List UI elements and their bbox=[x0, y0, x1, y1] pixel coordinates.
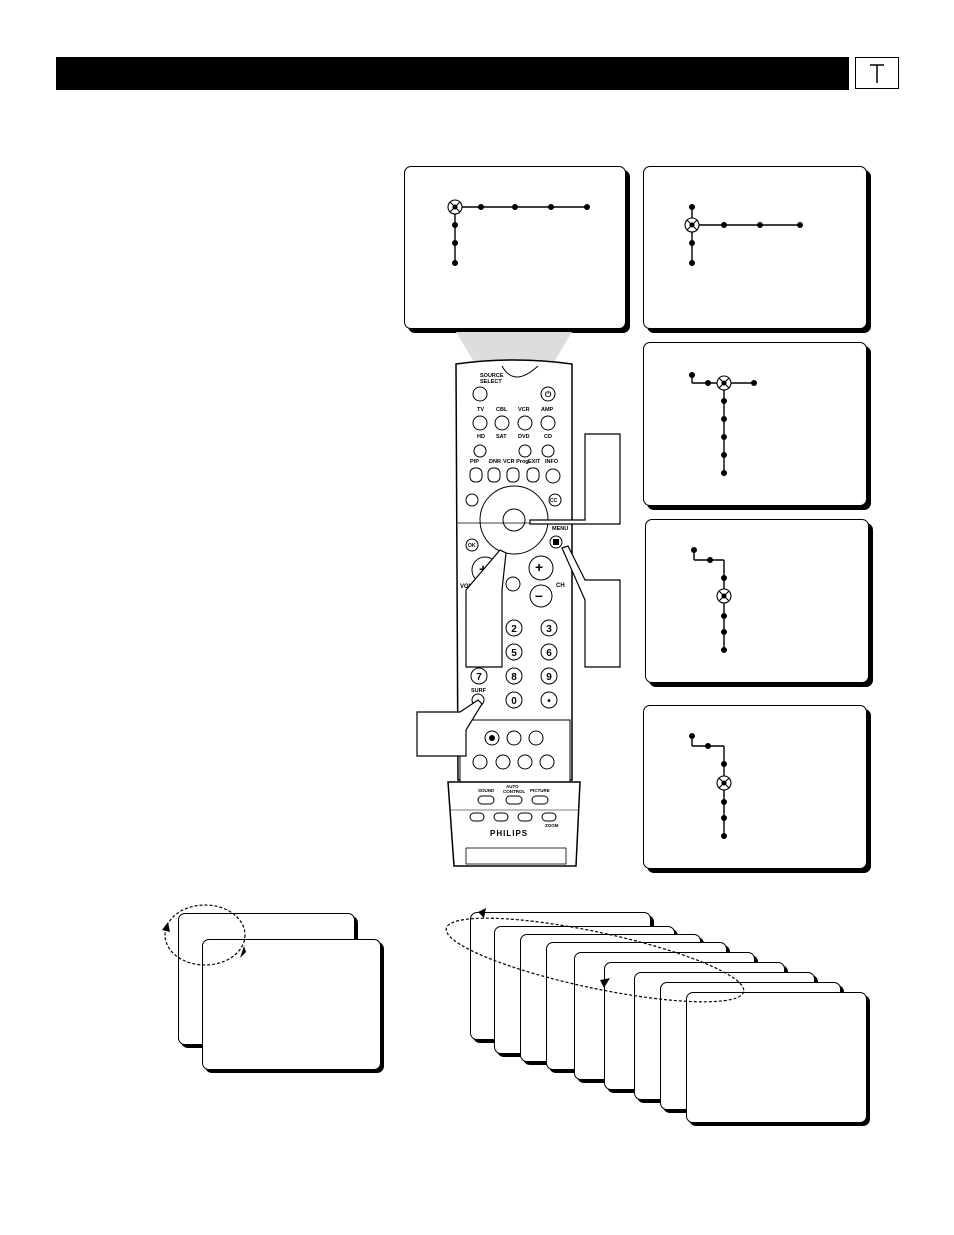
svg-text:CH: CH bbox=[556, 583, 565, 589]
surf-label: SURF bbox=[471, 688, 487, 694]
svg-text:CC: CC bbox=[550, 498, 558, 504]
cursor-pad bbox=[479, 485, 549, 555]
svg-text:SAT: SAT bbox=[496, 434, 507, 440]
menu-screen-4 bbox=[645, 519, 869, 683]
surf-screen-front bbox=[202, 939, 381, 1070]
svg-text:VOL: VOL bbox=[460, 584, 473, 590]
tv-label: TV bbox=[477, 407, 484, 413]
cursor-icon bbox=[684, 217, 700, 233]
svg-text:OK: OK bbox=[468, 543, 476, 549]
svg-text:+: + bbox=[535, 559, 543, 575]
svg-text:⏻: ⏻ bbox=[545, 390, 552, 399]
svg-text:7: 7 bbox=[476, 672, 482, 683]
device-buttons: TV CBL VCR AMP HD SAT DVD CD bbox=[472, 407, 556, 440]
svg-text:0: 0 bbox=[511, 696, 517, 707]
svg-text:HD: HD bbox=[477, 434, 485, 440]
svg-text:INFO: INFO bbox=[545, 459, 559, 465]
menu-tree-graphic bbox=[452, 204, 590, 266]
svg-text:VCR Prog.: VCR Prog. bbox=[503, 459, 531, 465]
svg-text:CBL: CBL bbox=[496, 407, 508, 413]
cursor-icon bbox=[447, 199, 463, 215]
svg-text:AMP: AMP bbox=[541, 407, 554, 413]
svg-text:VCR: VCR bbox=[518, 407, 530, 413]
brand-label: PHILIPS bbox=[490, 829, 528, 838]
svg-text:8: 8 bbox=[511, 672, 517, 683]
screen-stack bbox=[470, 912, 870, 1127]
cursor-icon bbox=[716, 588, 732, 604]
cursor-icon bbox=[716, 375, 732, 391]
svg-text:PIP: PIP bbox=[470, 459, 479, 465]
svg-text:AUTO: AUTO bbox=[506, 784, 519, 789]
menu-screen-1 bbox=[404, 166, 626, 329]
header-bar bbox=[56, 57, 849, 90]
svg-text:9: 9 bbox=[546, 672, 552, 683]
svg-text:CONTROL: CONTROL bbox=[503, 789, 525, 794]
svg-text:6: 6 bbox=[546, 648, 552, 659]
menu-label: MENU bbox=[552, 526, 568, 532]
svg-text:PICTURE: PICTURE bbox=[530, 788, 550, 793]
svg-text:DVD: DVD bbox=[518, 434, 530, 440]
menu-screen-3 bbox=[643, 342, 867, 506]
ir-beam bbox=[456, 332, 572, 362]
svg-text:SOUND: SOUND bbox=[478, 788, 495, 793]
menu-screen-2 bbox=[643, 166, 867, 329]
svg-text:DNR: DNR bbox=[489, 459, 501, 465]
svg-text:SELECT: SELECT bbox=[480, 379, 502, 385]
svg-text:•: • bbox=[547, 696, 551, 707]
stack-loop-icon bbox=[445, 908, 745, 1003]
menu-screen-5 bbox=[643, 705, 867, 869]
svg-text:ZOOM: ZOOM bbox=[545, 823, 559, 828]
surf-loop-icon bbox=[162, 904, 246, 966]
svg-text:3: 3 bbox=[546, 624, 552, 635]
remote-control: SOURCE SELECT ⏻ TV CBL VCR AMP HD SAT DV… bbox=[410, 330, 630, 870]
svg-text:CD: CD bbox=[544, 434, 552, 440]
svg-text:EXIT: EXIT bbox=[528, 459, 541, 465]
svg-text:–: – bbox=[535, 587, 543, 603]
source-select-button bbox=[472, 386, 488, 402]
number-keys: 2 3 5 6 7 8 9 0 • bbox=[476, 624, 552, 707]
source-select-label: SOURCE bbox=[480, 373, 504, 379]
tab-marker-icon bbox=[855, 57, 899, 89]
svg-text:5: 5 bbox=[511, 648, 517, 659]
power-button bbox=[540, 386, 556, 402]
svg-text:2: 2 bbox=[511, 624, 517, 635]
cursor-icon bbox=[716, 775, 732, 791]
